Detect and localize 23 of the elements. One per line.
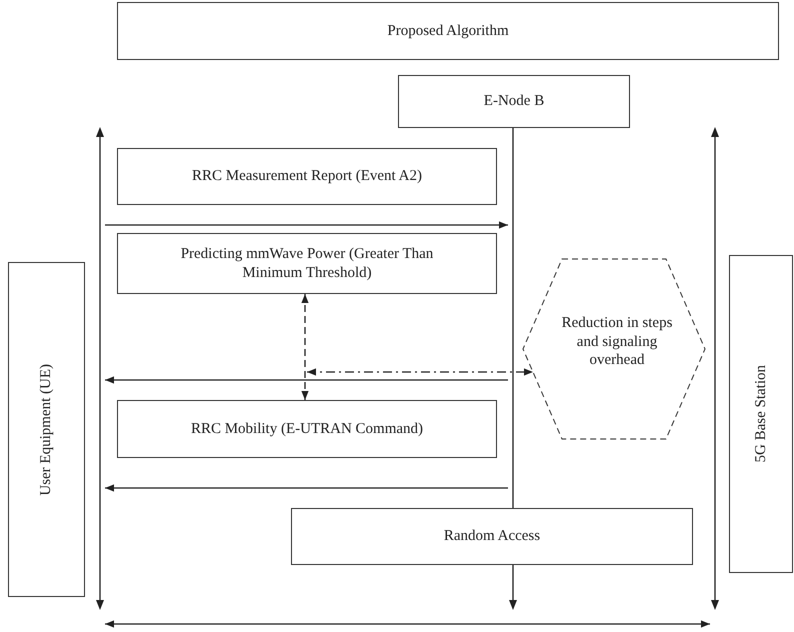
box-label: E-Node B [484,92,544,111]
process-box [117,2,779,60]
box-label: Random Access [444,527,540,546]
box-label: Reduction in steps and signaling overhead [560,314,674,370]
process-box [8,262,85,597]
box-label: RRC Measurement Report (Event A2) [192,167,422,186]
arrow [105,620,710,628]
process-box [117,233,497,294]
arrow [301,294,309,400]
process-box [117,148,497,205]
process-box [291,508,693,565]
arrow [307,368,533,376]
arrow [105,376,508,384]
process-box [117,400,497,458]
box-label: 5G Base Station [752,365,770,463]
process-box [398,75,630,128]
box-label: Proposed Algorithm [387,22,509,40]
box-label: User Equipment (UE) [37,364,56,496]
arrow [105,221,508,229]
box-label: RRC Mobility (E-UTRAN Command) [190,420,424,438]
box-label: Predicting mmWave Power (Greater Than Minimum Threshold) [180,244,434,282]
process-box [729,255,793,573]
arrow [105,484,508,492]
